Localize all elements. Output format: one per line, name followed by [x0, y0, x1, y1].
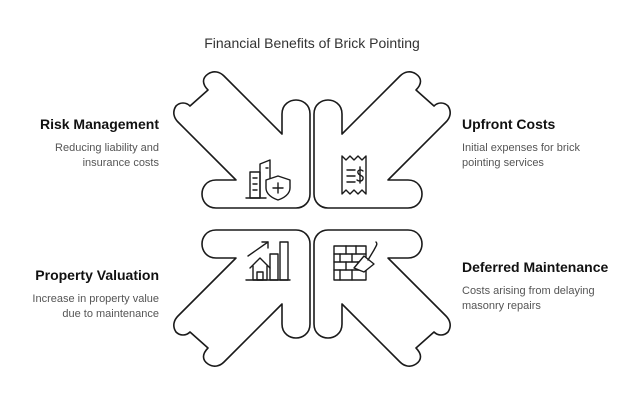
deferred-maintenance-description: Costs arising from delaying masonry repa…	[462, 285, 595, 312]
property-valuation-description: Increase in property value due to mainte…	[32, 293, 159, 320]
risk-management-heading: Risk Management	[39, 116, 159, 132]
arrow-bottom-left	[173, 229, 311, 367]
risk-management-block: Risk Management Reducing liability and i…	[24, 115, 159, 171]
receipt-dollar-icon	[341, 155, 367, 195]
property-valuation-heading: Property Valuation	[35, 267, 159, 283]
upfront-costs-description: Initial expenses for brick pointing serv…	[462, 142, 580, 169]
arrow-top-right	[313, 71, 451, 209]
risk-management-description: Reducing liability and insurance costs	[55, 142, 159, 169]
upfront-costs-block: Upfront Costs Initial expenses for brick…	[462, 115, 612, 171]
house-growth-chart-icon	[245, 241, 291, 281]
deferred-maintenance-block: Deferred Maintenance Costs arising from …	[462, 258, 612, 314]
brick-wall-trowel-icon	[333, 241, 378, 281]
buildings-shield-icon	[245, 159, 291, 201]
upfront-costs-heading: Upfront Costs	[462, 116, 556, 132]
property-valuation-block: Property Valuation Increase in property …	[24, 266, 159, 322]
arrow-bottom-right	[313, 229, 451, 367]
diagram-title: Financial Benefits of Brick Pointing	[204, 35, 420, 51]
arrow-top-left	[173, 71, 311, 209]
deferred-maintenance-heading: Deferred Maintenance	[462, 259, 609, 275]
